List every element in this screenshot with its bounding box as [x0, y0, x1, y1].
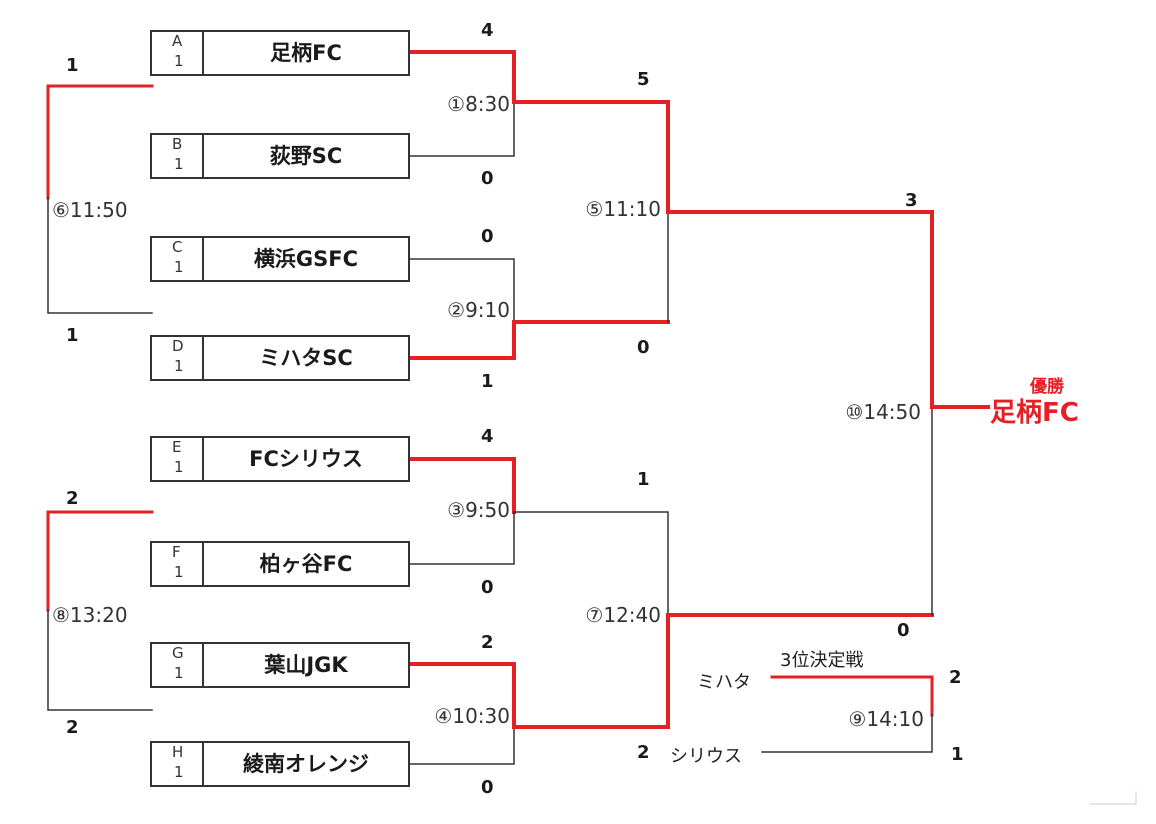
seed-number: 1 [174, 258, 184, 276]
m4-bottom-path [409, 726, 515, 765]
third-place-team-bottom: シリウス [670, 746, 742, 767]
team-seed: E 1 [152, 438, 204, 480]
match2-score-top: 0 [481, 226, 494, 247]
third-place-title: 3位決定戦 [780, 650, 864, 671]
seed-number: 1 [174, 357, 184, 375]
seed-number: 1 [174, 563, 184, 581]
match5-score-top: 5 [637, 69, 650, 90]
seed-letter: E [172, 438, 182, 456]
team-seed: G 1 [152, 644, 204, 686]
match2-score-bottom: 1 [481, 371, 494, 392]
seed-letter: G [172, 644, 184, 662]
match6-score-top: 1 [66, 55, 79, 76]
team-seed: A 1 [152, 32, 204, 74]
match4-score-top: 2 [481, 632, 494, 653]
team-box-c: C 1 横浜GSFC [150, 236, 410, 282]
match7-time: ⑦12:40 [585, 603, 661, 627]
match10-score-top: 3 [905, 190, 918, 211]
m6-bottom-path [47, 197, 153, 314]
team-seed: C 1 [152, 238, 204, 280]
match4-score-bottom: 0 [481, 777, 494, 798]
third-place-team-top: ミハタ [697, 672, 751, 693]
match3-score-top: 4 [481, 426, 494, 447]
team-name: ミハタSC [259, 346, 353, 370]
m3-bottom-path [409, 511, 515, 565]
m6-top-path [46, 84, 154, 200]
team-name: 荻野SC [269, 144, 343, 168]
champion-name: 足柄FC [990, 398, 1079, 428]
match5-score-bottom: 0 [637, 337, 650, 358]
match6-time: ⑥11:50 [52, 198, 128, 222]
match3-time: ③9:50 [447, 498, 510, 522]
match10-score-bottom: 0 [897, 620, 910, 641]
team-seed: F 1 [152, 543, 204, 585]
match6-score-bottom: 1 [66, 325, 79, 346]
m3-top-path [408, 457, 516, 514]
seed-letter: D [172, 337, 184, 355]
team-seed: H 1 [152, 743, 204, 785]
seed-number: 1 [174, 763, 184, 781]
m4-top-path [408, 662, 516, 729]
m4-to-m7-path [512, 613, 670, 729]
seed-letter: F [172, 543, 181, 561]
team-seed: D 1 [152, 337, 204, 379]
match7-score-top: 1 [637, 469, 650, 490]
m8-top-path [46, 510, 154, 612]
m2-top-path [409, 258, 515, 323]
seed-letter: B [172, 135, 183, 153]
seed-letter: C [172, 238, 183, 256]
team-box-h: H 1 綾南オレンジ [150, 741, 410, 787]
seed-letter: H [172, 743, 184, 761]
match4-time: ④10:30 [434, 704, 510, 728]
team-name: 横浜GSFC [253, 247, 359, 271]
match5-time: ⑤11:10 [585, 197, 661, 221]
match1-score-top: 4 [481, 20, 494, 41]
m9-top-path [770, 675, 934, 717]
match9-score-top: 2 [949, 667, 962, 688]
champion-title: 優勝 [1030, 377, 1064, 397]
match8-score-bottom: 2 [66, 717, 79, 738]
team-box-b: B 1 荻野SC [150, 133, 410, 179]
team-name: 綾南オレンジ [243, 752, 369, 776]
team-name: 柏ヶ谷FC [259, 552, 353, 576]
match9-time: ⑨14:10 [848, 707, 924, 731]
corner-mark [1089, 791, 1137, 805]
seed-number: 1 [174, 155, 184, 173]
team-name: 足柄FC [270, 41, 342, 65]
team-name: FCシリウス [249, 447, 363, 471]
match2-time: ②9:10 [447, 298, 510, 322]
seed-letter: A [172, 32, 183, 50]
match10-time: ⑩14:50 [845, 400, 921, 424]
seed-number: 1 [174, 664, 184, 682]
m8-bottom-path [47, 609, 153, 711]
match8-score-top: 2 [66, 488, 79, 509]
match9-score-bottom: 1 [951, 744, 964, 765]
team-box-d: D 1 ミハタSC [150, 335, 410, 381]
m1-bottom-path [409, 101, 515, 157]
match1-score-bottom: 0 [481, 168, 494, 189]
m9-bottom-path [761, 714, 933, 753]
team-box-g: G 1 葉山JGK [150, 642, 410, 688]
match8-time: ⑧13:20 [52, 603, 128, 627]
seed-number: 1 [174, 458, 184, 476]
team-box-e: E 1 FCシリウス [150, 436, 410, 482]
team-box-f: F 1 柏ヶ谷FC [150, 541, 410, 587]
team-box-a: A 1 足柄FC [150, 30, 410, 76]
m3-to-m7-path [513, 511, 669, 616]
team-seed: B 1 [152, 135, 204, 177]
seed-number: 1 [174, 52, 184, 70]
m2-bottom-path [408, 320, 516, 360]
match3-score-bottom: 0 [481, 577, 494, 598]
team-name: 葉山JGK [264, 653, 348, 677]
match7-score-bottom: 2 [637, 742, 650, 763]
m1-top-path [408, 50, 516, 104]
match1-time: ①8:30 [447, 92, 510, 116]
